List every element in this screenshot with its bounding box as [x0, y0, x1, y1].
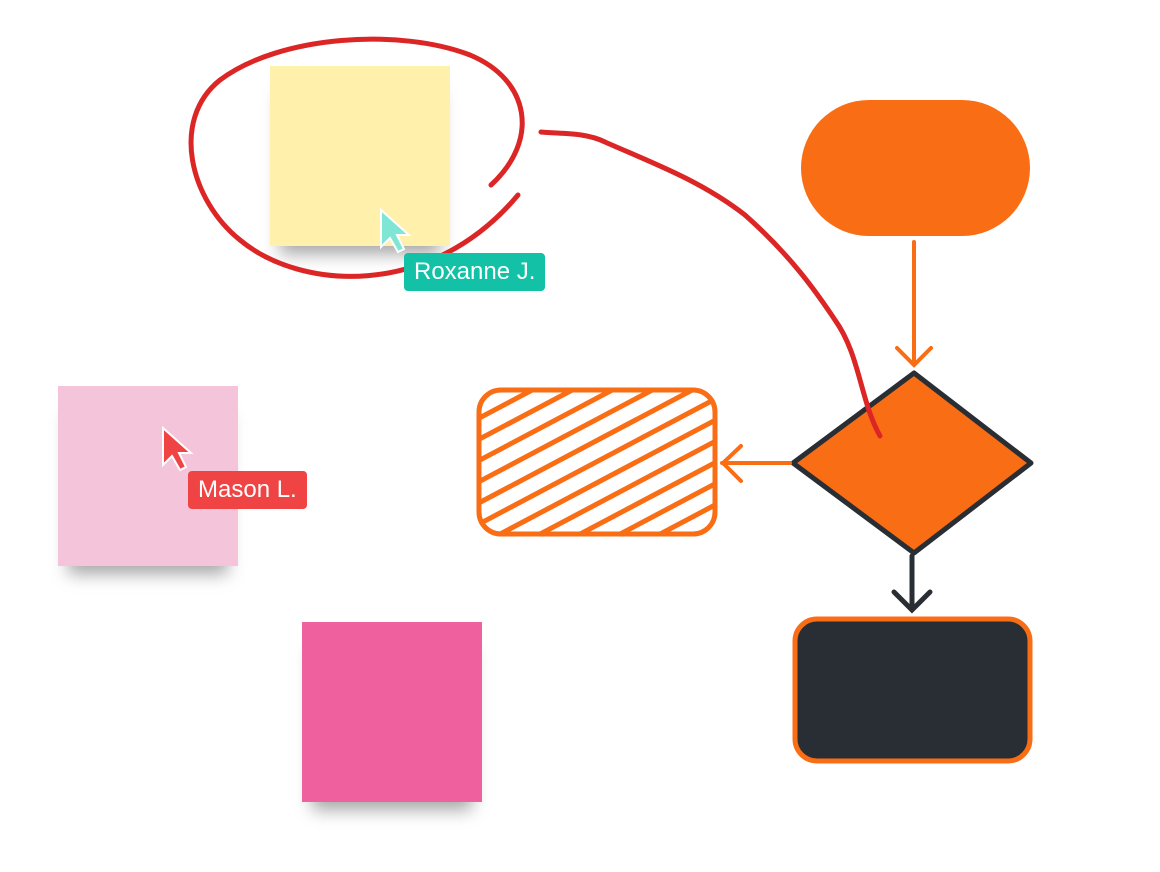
- hatch-line: [548, 390, 715, 534]
- hatch-line: [479, 390, 692, 534]
- cursor-pointer-icon: [380, 207, 412, 254]
- hatch-line: [479, 390, 612, 534]
- hatch-line: [479, 390, 572, 534]
- flowchart-decision-diamond[interactable]: [790, 370, 1034, 556]
- hatch-line: [628, 390, 715, 534]
- sticky-note-yellow[interactable]: [270, 66, 450, 246]
- flowchart-hatched-process[interactable]: [230, 370, 1130, 550]
- cursor-label-roxanne: Roxanne J.: [404, 253, 546, 291]
- sticky-note-pink[interactable]: [302, 622, 482, 802]
- hatch-line: [479, 390, 715, 534]
- freehand-annotation[interactable]: [188, 36, 883, 439]
- connector-arrow-left[interactable]: [720, 444, 792, 483]
- hatch-line: [588, 390, 715, 534]
- hatch-line: [508, 390, 715, 534]
- cursor-pointer-icon: [162, 425, 194, 472]
- flowchart-end-process[interactable]: [792, 616, 1033, 764]
- cursor-label-mason: Mason L.: [188, 471, 307, 509]
- hatch-line: [479, 390, 715, 534]
- flowchart-start-terminal[interactable]: [801, 100, 1030, 236]
- connector-arrow-down[interactable]: [895, 240, 933, 368]
- connector-arrow-down-dark[interactable]: [891, 553, 933, 614]
